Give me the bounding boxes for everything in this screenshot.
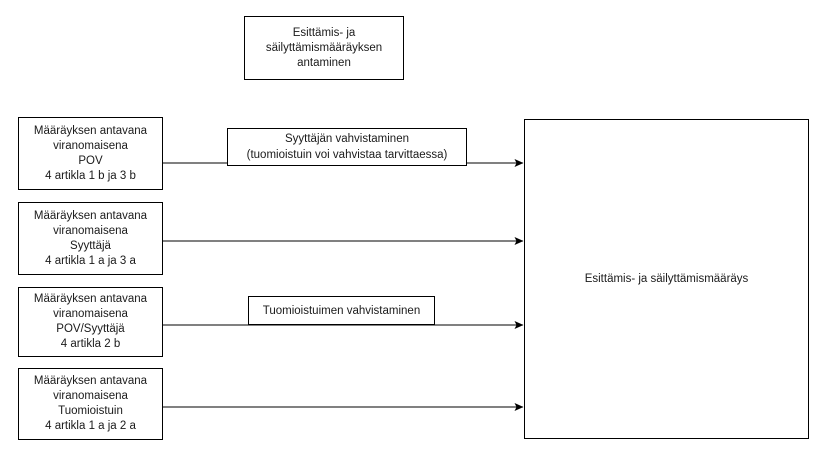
source-box-tuomioistuin-line-1: Määräyksen antavana [33,375,148,387]
source-box-tuomioistuin-line-4: 4 artikla 1 a ja 2 a [45,420,136,432]
source-box-syyttaja-line-3: Syyttäjä [70,239,111,252]
source-box-pov-syyttaja: Määräyksen antavana viranomaisena POV/Sy… [18,287,163,357]
source-box-tuomioistuin-line-2: viranomaisena [53,390,128,402]
edge-label-syyttajan-vahvistaminen: Syyttäjän vahvistaminen (tuomioistuin vo… [227,128,467,166]
source-box-syyttaja-line-2: viranomaisena [53,224,128,237]
source-box-tuomioistuin-line-3: Tuomioistuin [58,405,123,417]
source-box-syyttaja-line-1: Määräyksen antavana [33,209,148,222]
source-box-pov-syyttaja-line-3: POV/Syyttäjä [56,323,125,335]
source-box-pov-syyttaja-line-4: 4 artikla 2 b [60,338,121,350]
edge-label-syyttajan-vahvistaminen-line-1: Syyttäjän vahvistaminen [284,133,409,145]
source-box-syyttaja-line-4: 4 artikla 1 a ja 3 a [45,254,136,267]
source-box-pov-line-4: 4 artikla 1 b ja 3 b [45,169,136,182]
title-box-line-3: antaminen [297,56,351,69]
target-box-label: Esittämis- ja säilyttämismääräys [584,273,749,285]
source-box-pov-syyttaja-line-2: viranomaisena [53,308,128,320]
source-box-pov: Määräyksen antavana viranomaisena POV 4 … [18,117,163,190]
edge-label-tuomioistuimen-vahvistaminen: Tuomioistuimen vahvistaminen [248,296,435,325]
source-box-pov-line-3: POV [78,154,103,167]
target-box: Esittämis- ja säilyttämismääräys [524,119,809,439]
source-box-pov-syyttaja-line-1: Määräyksen antavana [33,293,148,305]
title-box: Esittämis- ja säilyttämismääräyksen anta… [244,16,404,80]
source-box-syyttaja: Määräyksen antavana viranomaisena Syyttä… [18,202,163,275]
edge-label-syyttajan-vahvistaminen-line-2: (tuomioistuin voi vahvistaa tarvittaessa… [246,149,448,161]
title-box-line-2: säilyttämismääräyksen [265,41,383,54]
source-box-tuomioistuin: Määräyksen antavana viranomaisena Tuomio… [18,368,163,440]
title-box-line-1: Esittämis- ja [292,26,356,39]
source-box-pov-line-2: viranomaisena [53,139,128,152]
source-box-pov-line-1: Määräyksen antavana [33,124,148,137]
edge-label-tuomioistuimen-vahvistaminen-line-1: Tuomioistuimen vahvistaminen [262,304,421,317]
